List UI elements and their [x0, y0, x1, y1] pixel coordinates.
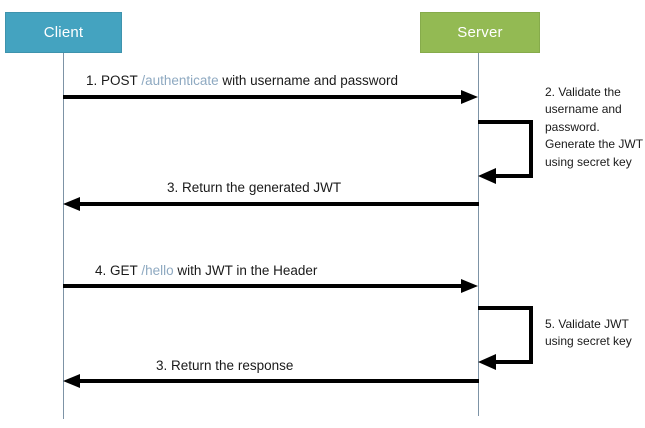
note-validate-jwt: 5. Validate JWT using secret key [545, 316, 645, 351]
message-3-rest: with JWT in the Header [177, 263, 318, 278]
participant-server-label: Server [457, 24, 503, 41]
participant-client-label: Client [43, 24, 84, 41]
message-4-arrow [63, 374, 479, 388]
message-4-label: 3. Return the response [156, 358, 293, 375]
message-2-text: Return the generated JWT [182, 180, 342, 195]
participant-client[interactable]: Client [5, 12, 122, 53]
participant-server[interactable]: Server [420, 12, 540, 53]
message-4-number: 3. [156, 358, 168, 373]
message-1-rest: with username and password [222, 73, 398, 88]
message-1-label: 1. POST /authenticate with username and … [86, 73, 398, 90]
self-loop-server-2 [478, 306, 533, 370]
message-3-method: GET [110, 263, 138, 278]
message-1-number: 1. [86, 73, 98, 88]
note-validate-credentials: 2. Validate the username and password. G… [545, 84, 645, 171]
message-1-arrow [63, 90, 478, 104]
lifeline-server [478, 53, 479, 416]
message-3-path: /hello [141, 263, 174, 278]
message-3-arrow [63, 279, 478, 293]
message-2-number: 3. [167, 180, 179, 195]
message-3-label: 4. GET /hello with JWT in the Header [95, 263, 317, 280]
message-3-number: 4. [95, 263, 107, 278]
message-1-method: POST [101, 73, 138, 88]
note-validate-credentials-text: 2. Validate the username and password. G… [545, 85, 643, 169]
note-validate-jwt-text: 5. Validate JWT using secret key [545, 317, 632, 349]
message-2-arrow [63, 197, 479, 211]
self-loop-server-1 [478, 120, 533, 184]
lifeline-client [63, 53, 64, 419]
message-1-path: /authenticate [141, 73, 219, 88]
message-2-label: 3. Return the generated JWT [167, 180, 341, 197]
message-4-text: Return the response [171, 358, 294, 373]
